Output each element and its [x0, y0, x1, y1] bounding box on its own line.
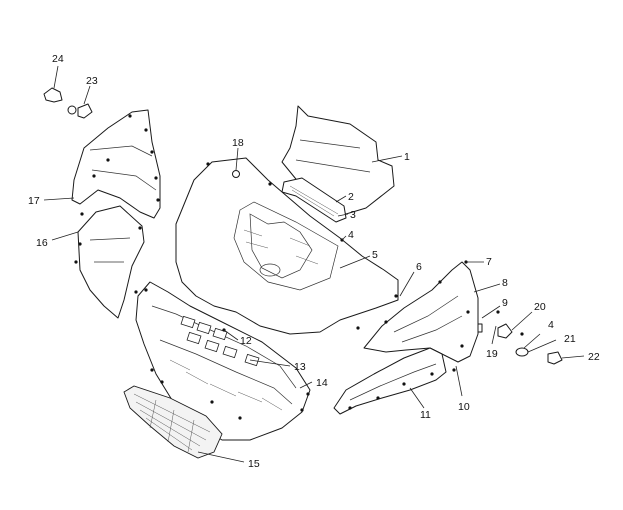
callout-17: 17: [28, 195, 40, 207]
part-left-upper-panel: [71, 109, 161, 219]
part-left-lower-panel: [77, 205, 145, 319]
part-bracket: [281, 177, 347, 223]
leader-lines: [43, 65, 585, 463]
part-bolt-19: [477, 323, 483, 333]
part-clip-24: [43, 87, 63, 103]
part-bracket-20: [497, 323, 513, 339]
callout-13: 13: [294, 361, 306, 373]
callout-19: 19: [486, 348, 498, 360]
callout-6: 6: [416, 261, 422, 273]
callout-12: 12: [240, 335, 252, 347]
callout-7: 7: [486, 256, 492, 268]
callout-9: 9: [502, 297, 508, 309]
part-grommet-18: [232, 170, 240, 178]
part-clip-23: [67, 103, 93, 119]
callout-labels: 1 2 3 4 4 5 6 7 8 9 10 11 12 13 14 15 16…: [28, 53, 600, 470]
callout-1: 1: [404, 151, 410, 163]
callout-24: 24: [52, 53, 64, 65]
callout-10: 10: [458, 401, 470, 413]
callout-11: 11: [420, 409, 431, 421]
part-right-lower-panel: [333, 347, 447, 415]
callout-20: 20: [534, 301, 546, 313]
callout-21: 21: [564, 333, 576, 345]
callout-15: 15: [248, 458, 260, 470]
callout-2: 2: [348, 191, 354, 203]
part-skid-grille: [123, 385, 223, 459]
callout-16: 16: [36, 237, 48, 249]
part-clip-22: [547, 351, 563, 365]
part-right-fender: [363, 261, 479, 363]
part-washer-21: [515, 347, 529, 357]
callout-8: 8: [502, 277, 508, 289]
callout-3: 3: [350, 209, 356, 221]
callout-18: 18: [232, 137, 244, 149]
callout-4: 4: [348, 229, 354, 241]
callout-5: 5: [372, 249, 378, 261]
callout-4-right: 4: [548, 319, 554, 331]
callout-14: 14: [316, 377, 328, 389]
part-hood: [175, 157, 399, 335]
callout-23: 23: [86, 75, 98, 87]
callout-22: 22: [588, 351, 600, 363]
